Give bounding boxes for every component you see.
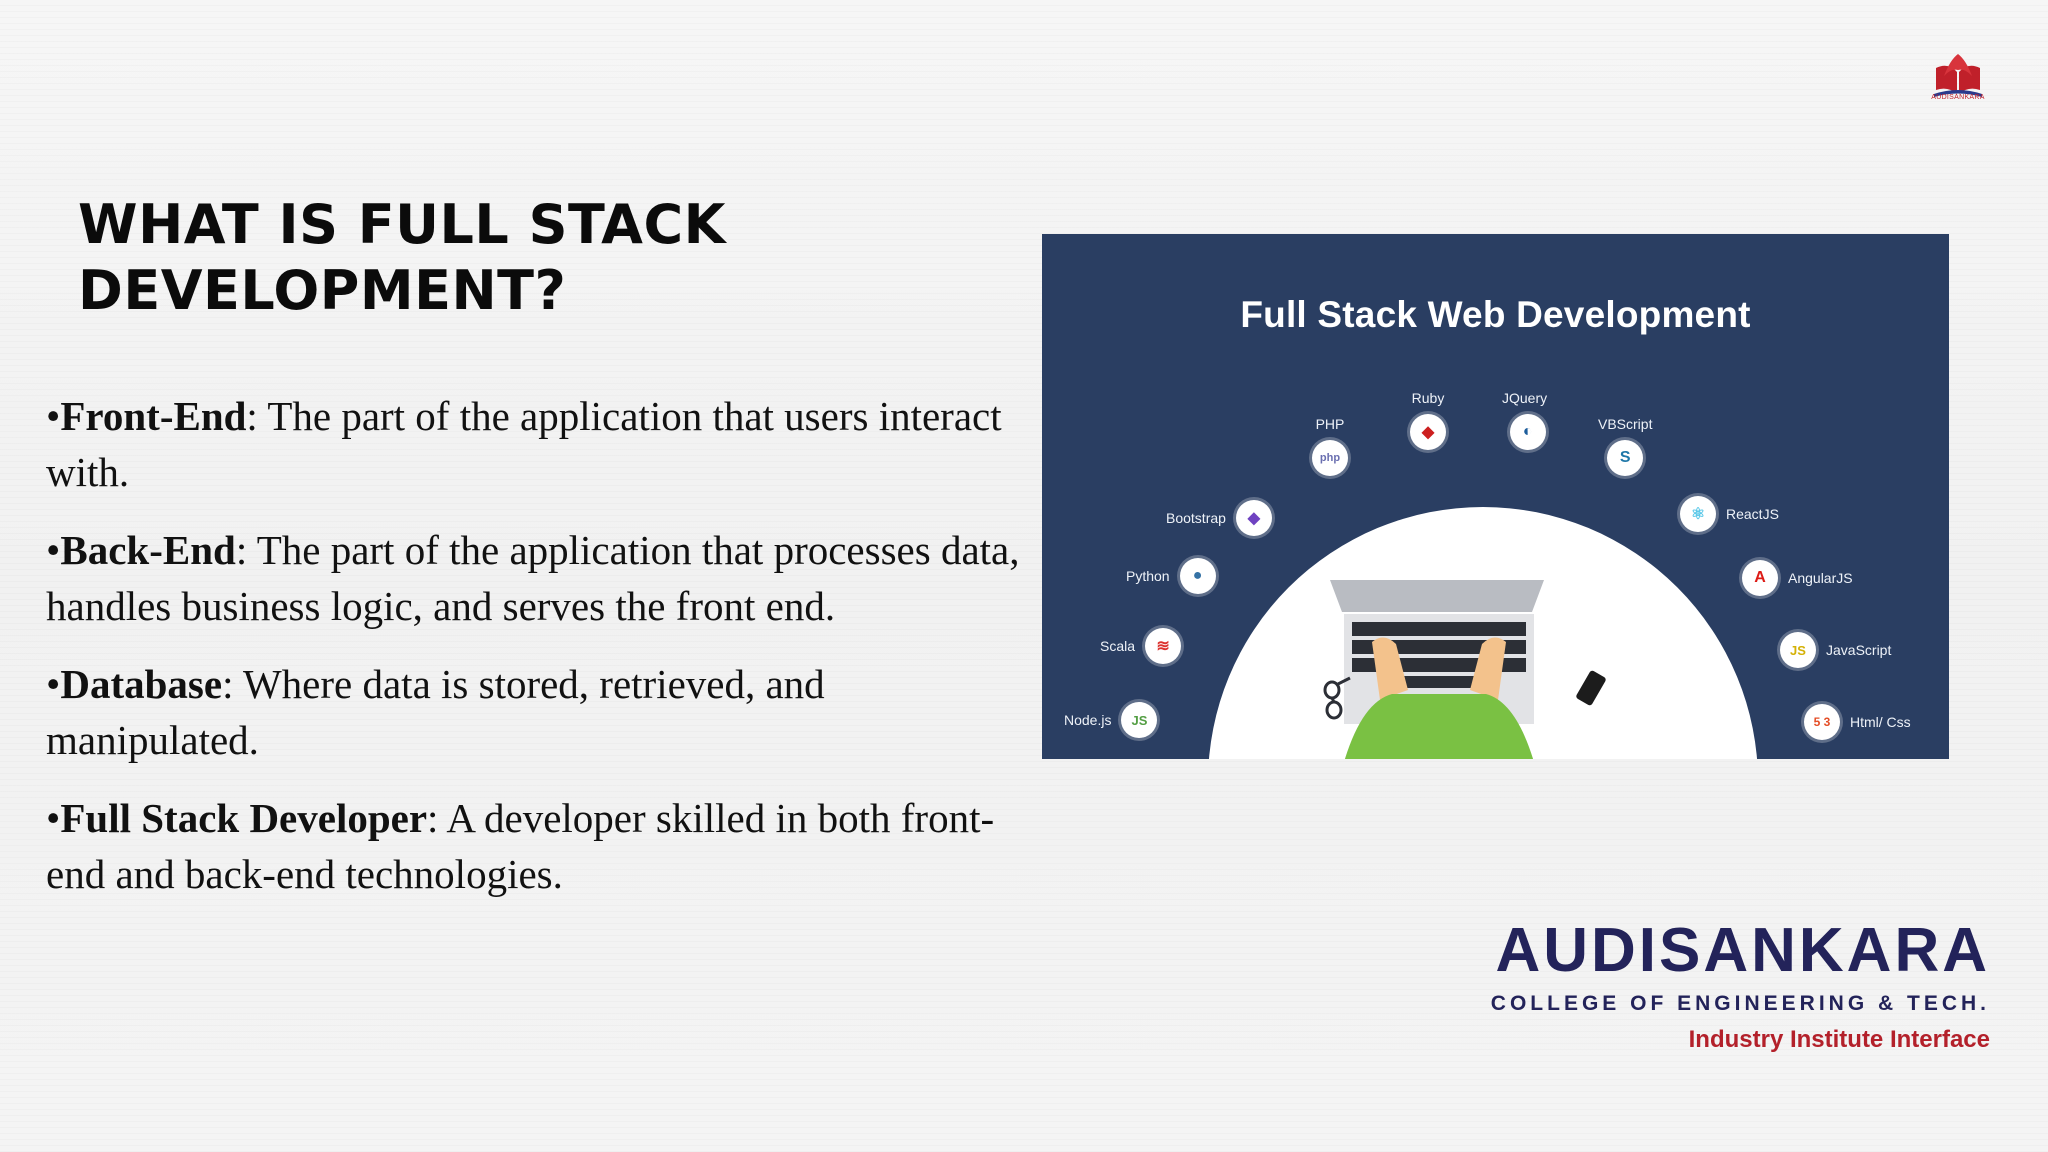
tech-label: Node.js — [1064, 712, 1112, 728]
tech-angularjs: A AngularJS — [1742, 560, 1853, 596]
nodejs-icon: JS — [1121, 702, 1158, 738]
javascript-icon: JS — [1780, 632, 1816, 668]
tech-label: PHP — [1315, 416, 1345, 432]
bullet-term: Front-End — [60, 393, 247, 439]
bullet-database: •Database: Where data is stored, retriev… — [46, 661, 825, 763]
bullet-text: : A developer skilled in both front-end … — [46, 795, 995, 897]
tech-python: Python ● — [1126, 558, 1216, 594]
bullet-front-end: •Front-End: The part of the application … — [46, 393, 1002, 495]
shirt-shape — [1344, 694, 1534, 759]
php-icon: php — [1312, 440, 1348, 476]
vbscript-icon: S — [1607, 440, 1644, 476]
python-icon: ● — [1179, 558, 1216, 594]
title-line-2: DEVELOPMENT? — [78, 259, 567, 322]
bullet-term: Full Stack Developer — [60, 795, 428, 841]
college-logo-icon — [1934, 54, 1982, 97]
tech-reactjs: ⚛ ReactJS — [1680, 496, 1779, 532]
logo-caption: AUDISANKARA — [1931, 94, 1985, 101]
college-subtitle: COLLEGE OF ENGINEERING & TECH. — [1490, 992, 1990, 1015]
tech-label: JavaScript — [1826, 642, 1892, 658]
tech-label: Bootstrap — [1166, 510, 1226, 526]
tech-javascript: JS JavaScript — [1780, 632, 1891, 668]
glasses-icon — [1323, 676, 1351, 720]
college-tagline: Industry Institute Interface — [1688, 1026, 1990, 1053]
bootstrap-icon: ◆ — [1235, 500, 1272, 536]
bullet-term: Database — [60, 661, 223, 707]
college-name: AUDISANKARA — [1495, 916, 1990, 985]
html-css-icon: 5 3 — [1804, 704, 1840, 740]
tech-label: Ruby — [1411, 390, 1445, 406]
figure-title: Full Stack Web Development — [1240, 294, 1751, 335]
tech-jquery: JQuery ◐ — [1502, 390, 1547, 450]
bullet-full-stack-developer: •Full Stack Developer: A developer skill… — [46, 795, 995, 897]
tech-php: PHP php — [1312, 416, 1348, 476]
slide-title: WHAT IS FULL STACK DEVELOPMENT? — [78, 192, 978, 324]
tech-label: Scala — [1100, 638, 1136, 654]
tech-label: JQuery — [1502, 390, 1548, 406]
jquery-icon: ◐ — [1509, 414, 1546, 450]
ruby-icon: ◆ — [1410, 414, 1446, 450]
laptop-illustration — [1330, 580, 1606, 759]
tech-label: ReactJS — [1726, 506, 1779, 522]
full-stack-illustration: Full Stack Web Development — [1042, 234, 1949, 759]
tech-ruby: Ruby ◆ — [1410, 390, 1446, 450]
bullet-term: Back-End — [60, 527, 236, 573]
phone-icon — [1576, 670, 1606, 706]
angular-icon: A — [1742, 560, 1778, 596]
tech-label: Python — [1126, 568, 1170, 584]
tech-label: VBScript — [1598, 416, 1653, 432]
bullet-back-end: •Back-End: The part of the application t… — [46, 527, 1020, 629]
bullet-text: : Where data is stored, retrieved, and m… — [46, 661, 825, 763]
scala-icon: ≋ — [1145, 628, 1182, 664]
bullet-text: : The part of the application that proce… — [46, 527, 1020, 629]
tech-vbscript: VBScript S — [1598, 416, 1652, 476]
tech-label: Html/ Css — [1850, 714, 1911, 730]
tech-html-css: 5 3 Html/ Css — [1804, 704, 1911, 740]
tech-nodejs: Node.js JS — [1064, 702, 1158, 738]
title-line-1: WHAT IS FULL STACK — [78, 193, 726, 256]
tech-bootstrap: Bootstrap ◆ — [1166, 500, 1272, 536]
react-icon: ⚛ — [1680, 496, 1716, 532]
college-branding: AUDISANKARA COLLEGE OF ENGINEERING & TEC… — [1476, 918, 1990, 1054]
hands-icon — [1372, 637, 1506, 700]
bullet-list: •Front-End: The part of the application … — [46, 388, 1036, 924]
tech-scala: Scala ≋ — [1100, 628, 1182, 664]
bullet-text: : The part of the application that users… — [46, 393, 1002, 495]
tech-label: AngularJS — [1788, 570, 1853, 586]
